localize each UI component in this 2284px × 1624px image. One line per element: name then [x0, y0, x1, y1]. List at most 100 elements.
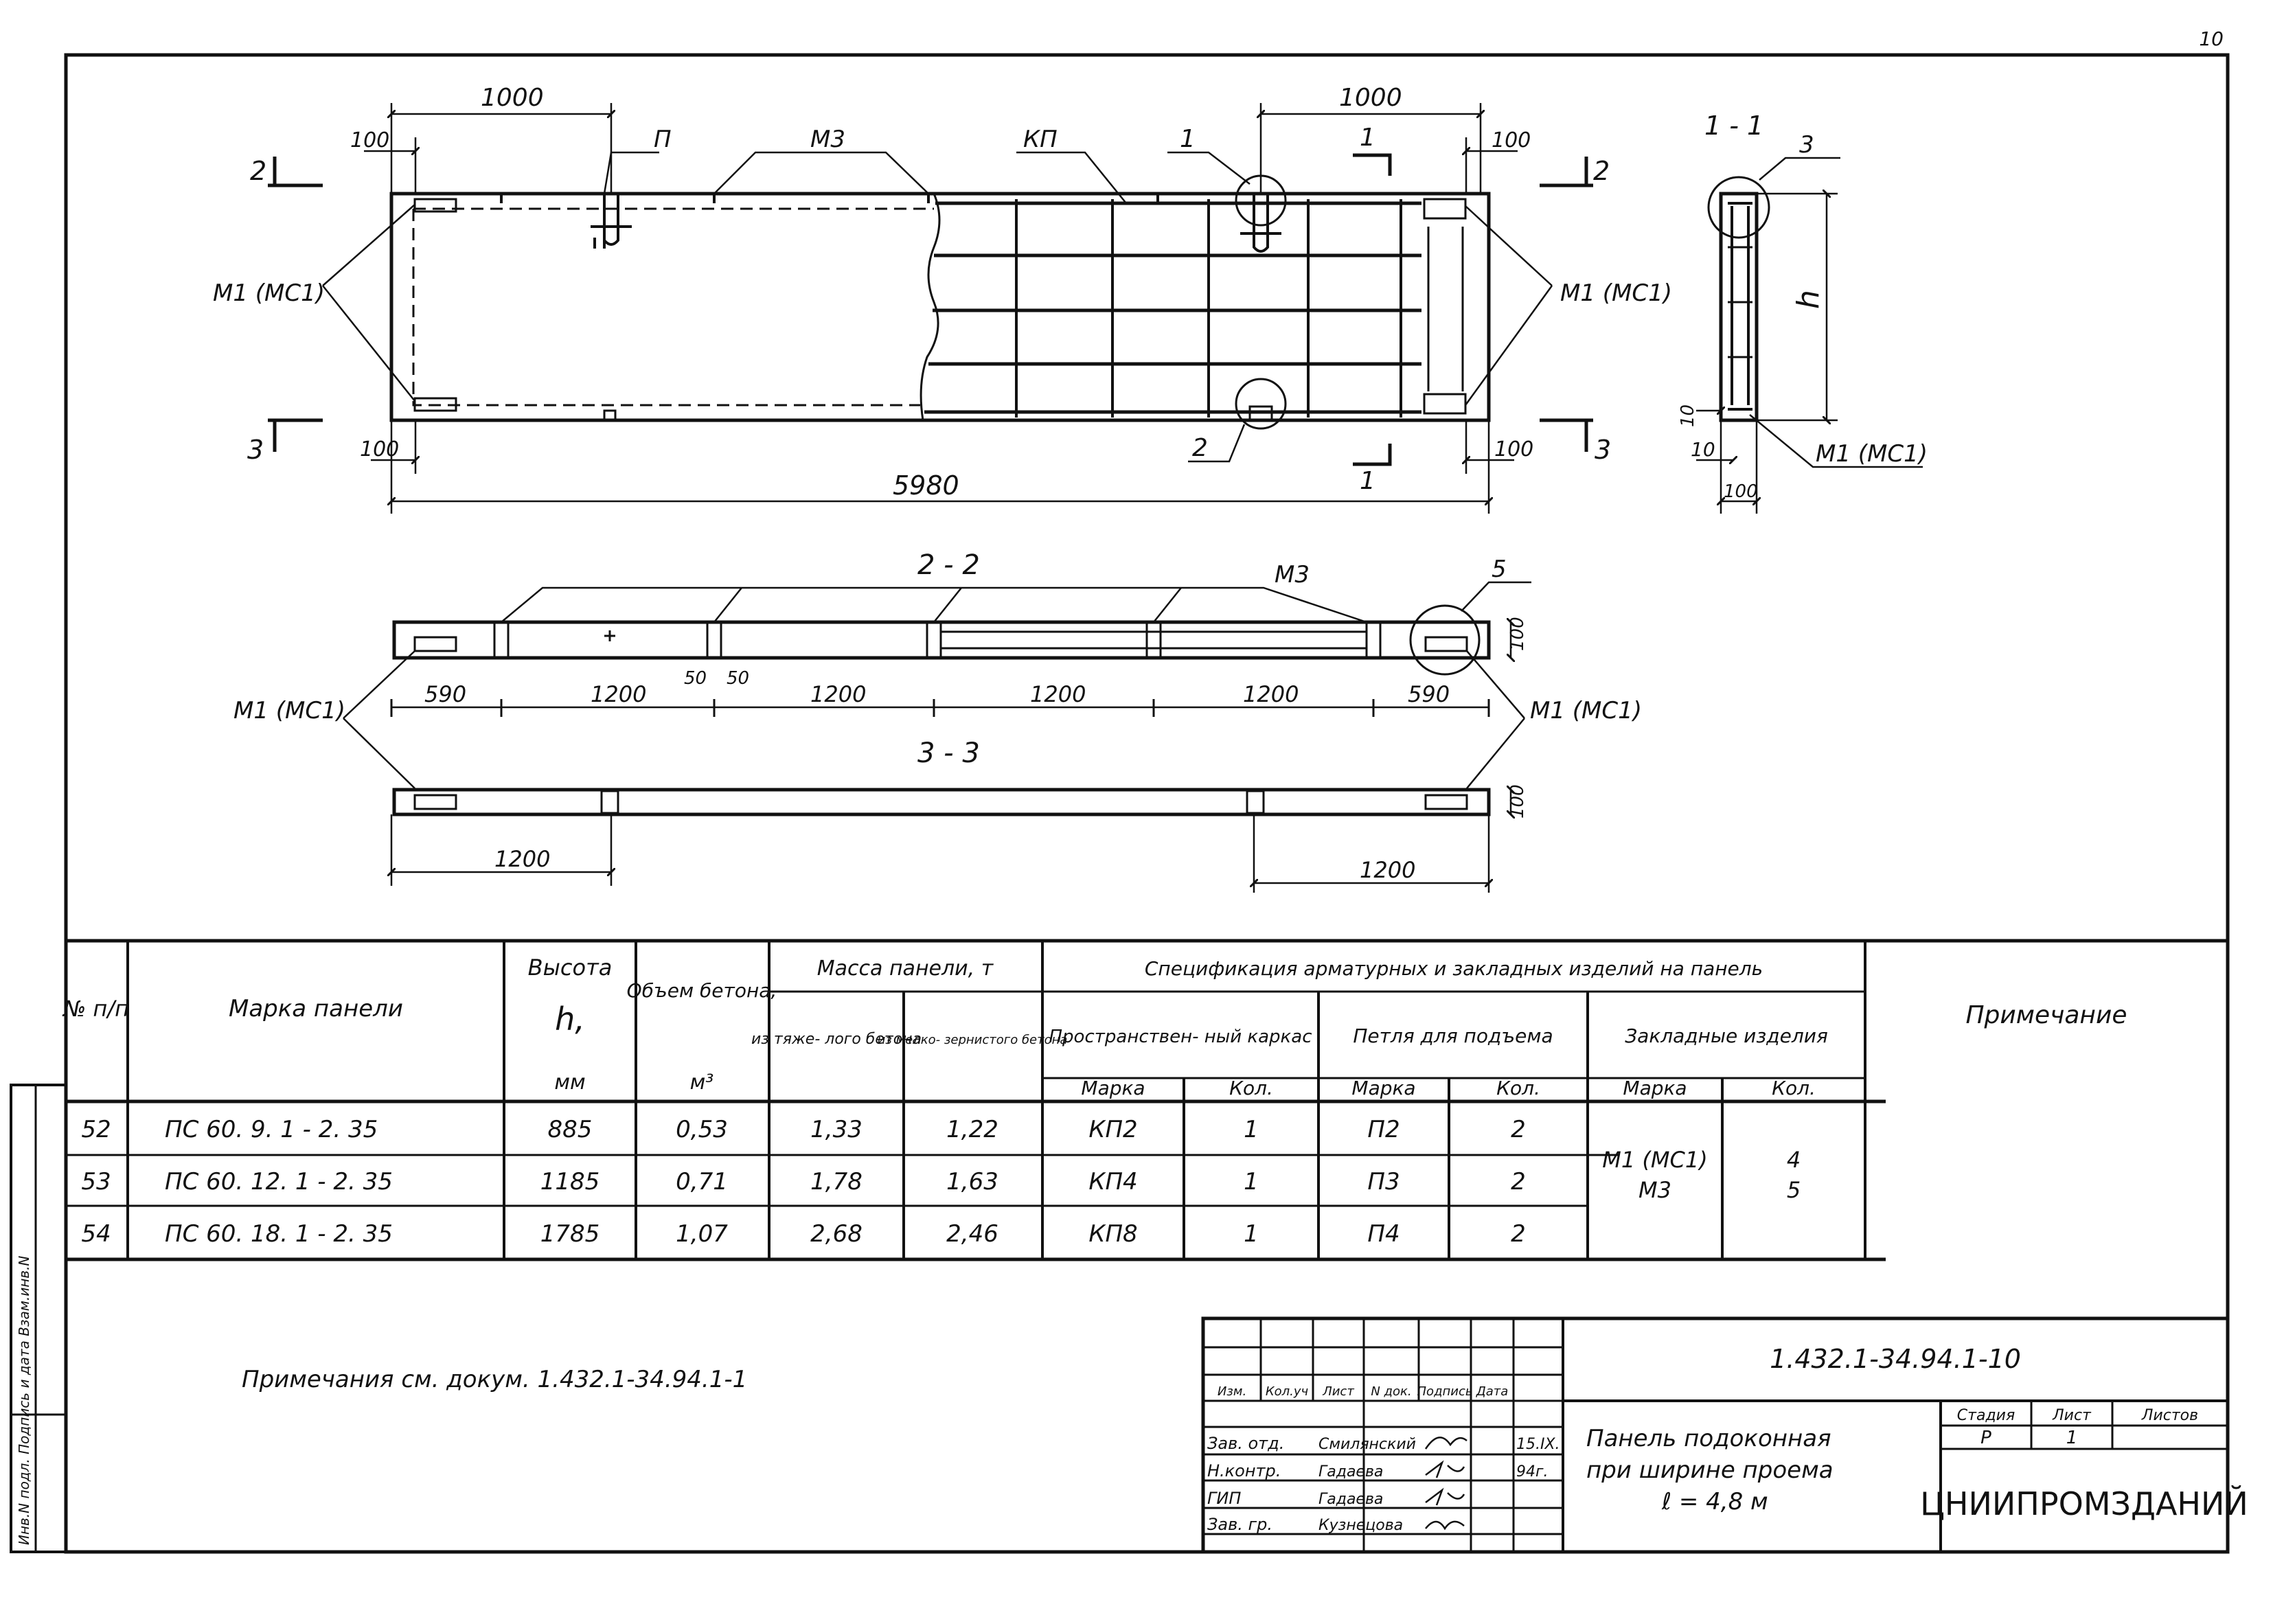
- section-2-2-title: 2 - 2: [917, 549, 980, 581]
- dim-s2-1: 1200: [591, 681, 646, 707]
- detail-circle-5: [1409, 604, 1481, 676]
- section-2-2-m3: М3: [1275, 561, 1310, 588]
- plate-m1-tr: [1423, 198, 1467, 220]
- cell-no: 54: [81, 1220, 111, 1248]
- th-ndoc: N док.: [1371, 1384, 1411, 1399]
- stage-label: Стадия: [1957, 1407, 2015, 1424]
- reinforcement-bars: [924, 199, 1421, 418]
- th-sign: Подпись: [1417, 1384, 1473, 1399]
- break-line: [920, 193, 941, 421]
- specification-table: № п/п Марка панели Высота h, мм Объем бе…: [62, 939, 2228, 1261]
- th-izm: Изм.: [1218, 1384, 1246, 1399]
- callout-5: 5: [1492, 556, 1507, 583]
- detail-circle-2: [1235, 378, 1287, 430]
- cell-mass-heavy: 1,33: [810, 1116, 863, 1143]
- section-2-2: 2 - 2 М3 5 100 590 1200 50 50 1200 1200 …: [233, 549, 1642, 789]
- th-mark: Марка панели: [229, 995, 403, 1022]
- cell-mark: ПС 60. 12. 1 - 2. 35: [165, 1168, 393, 1196]
- cell-volume: 0,53: [676, 1116, 728, 1143]
- cell-emb-mark-1: М1 (МС1): [1602, 1147, 1707, 1173]
- cell-loop-mark: П2: [1367, 1116, 1400, 1143]
- dim-100-br: 100: [1494, 437, 1533, 461]
- sheets-label: Листов: [2141, 1407, 2198, 1424]
- th-height-sym: h,: [555, 1000, 585, 1038]
- label-m3: М3: [810, 126, 845, 153]
- th-kol: Кол.уч: [1266, 1384, 1308, 1399]
- dims-bottom: [371, 420, 1514, 514]
- th-frame: Пространствен- ный каркас: [1049, 1027, 1312, 1047]
- cell-loop-mark: П4: [1367, 1220, 1400, 1248]
- section-3-3: 3 - 3 100 1200 1200: [391, 737, 1528, 893]
- dim-10-a: 10: [1678, 404, 1698, 427]
- stage-value: Р: [1980, 1428, 1991, 1448]
- dim-100-tr: 100: [1492, 128, 1531, 152]
- sheet-value: 1: [2066, 1428, 2078, 1448]
- dim-s2-5: 1200: [1030, 681, 1086, 707]
- sec3-right: 3: [1595, 435, 1611, 465]
- th-loop: Петля для подъема: [1353, 1025, 1553, 1047]
- dim-s3-left: 1200: [494, 846, 550, 872]
- cell-frame-qty: 1: [1244, 1220, 1259, 1248]
- sheet-label: Лист: [2052, 1407, 2092, 1424]
- cell-frame-mark: КП8: [1088, 1220, 1137, 1248]
- date-2: 94г.: [1516, 1463, 1549, 1480]
- section-2-2-m1-right: М1 (МС1): [1530, 697, 1642, 724]
- page-number: 10: [2199, 27, 2224, 50]
- dim-100-s1: 100: [1724, 481, 1758, 502]
- dim-s2-3: 50: [727, 668, 749, 689]
- organization: ЦНИИПРОМЗДАНИЙ: [1920, 1485, 2248, 1522]
- th-spec: Спецификация арматурных и закладных изде…: [1145, 957, 1763, 980]
- role-3: ГИП: [1207, 1489, 1241, 1508]
- th-height: Высота: [528, 954, 613, 981]
- side-stamp: Инв.N подл. Подпись и дата Взам.инв.N: [10, 1084, 67, 1553]
- dim-100-tl: 100: [350, 128, 389, 152]
- section-3-3-title: 3 - 3: [917, 737, 980, 769]
- sec3-left: 3: [247, 435, 264, 465]
- signature-3: [1425, 1487, 1465, 1506]
- cell-loop-mark: П3: [1367, 1168, 1400, 1196]
- th-mass: Масса панели, т: [817, 957, 994, 981]
- cell-loop-qty: 2: [1511, 1116, 1526, 1143]
- dim-100-s3: 100: [1507, 784, 1528, 819]
- cell-frame-mark: КП4: [1088, 1168, 1137, 1196]
- title-block: Изм. Кол.уч Лист N док. Подпись Дата Зав…: [1201, 1316, 2248, 1554]
- dim-s2-4: 1200: [810, 681, 866, 707]
- cell-no: 52: [81, 1116, 111, 1143]
- title-line-1: Панель подоконная: [1586, 1425, 1831, 1452]
- sec2-right: 2: [1593, 156, 1610, 186]
- th-frame-mark: Марка: [1081, 1077, 1145, 1099]
- section-1-1-title: 1 - 1: [1704, 111, 1763, 141]
- callout-1: 1: [1180, 125, 1196, 153]
- table-row: 54 ПС 60. 18. 1 - 2. 35 1785 1,07 2,68 2…: [81, 1220, 1525, 1248]
- cell-mass-fine: 2,46: [946, 1220, 998, 1248]
- cell-emb-qty-1: 4: [1787, 1147, 1801, 1173]
- cell-mark: ПС 60. 18. 1 - 2. 35: [165, 1220, 393, 1248]
- th-volume-unit: м³: [690, 1071, 714, 1095]
- cell-emb-qty-2: 5: [1787, 1177, 1801, 1203]
- role-2: Н.контр.: [1207, 1461, 1281, 1480]
- cell-frame-qty: 1: [1244, 1116, 1259, 1143]
- cell-loop-qty: 2: [1511, 1168, 1526, 1196]
- th-date: Дата: [1476, 1384, 1509, 1399]
- cell-mass-fine: 1,22: [946, 1116, 998, 1143]
- th-volume: Объем бетона,: [627, 979, 777, 1002]
- section-3-3-body: [392, 788, 1491, 816]
- table-row: 53 ПС 60. 12. 1 - 2. 35 1185 0,71 1,78 1…: [81, 1168, 1525, 1196]
- dims-top: [364, 103, 1518, 194]
- cell-mass-heavy: 2,68: [810, 1220, 863, 1248]
- cell-height: 1785: [540, 1220, 600, 1248]
- cell-frame-qty: 1: [1244, 1168, 1259, 1196]
- lifting-loop-right: [1240, 194, 1281, 253]
- th-emb-mark: Марка: [1623, 1077, 1687, 1099]
- dim-100-bl: 100: [360, 437, 399, 461]
- dim-s2-2: 50: [684, 668, 707, 689]
- date-1: 15.IX.: [1516, 1436, 1560, 1453]
- cell-height: 1185: [540, 1168, 600, 1196]
- label-p: П: [654, 126, 672, 153]
- th-mass-fine: из мелко- зернистого бетона: [878, 1033, 1068, 1047]
- dim-top-right: 1000: [1339, 84, 1402, 112]
- section-1-1-body: [1719, 192, 1759, 422]
- lifting-loop-left: [591, 194, 632, 249]
- cell-mark: ПС 60. 9. 1 - 2. 35: [165, 1116, 378, 1143]
